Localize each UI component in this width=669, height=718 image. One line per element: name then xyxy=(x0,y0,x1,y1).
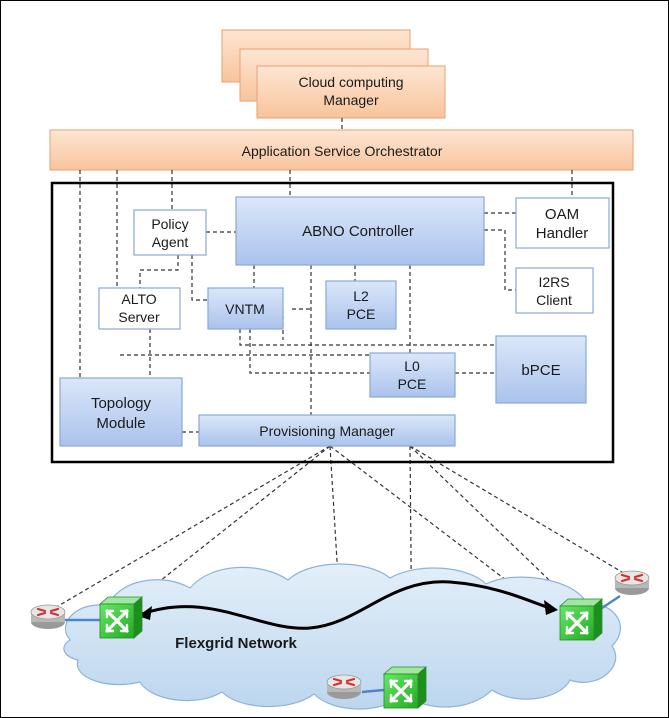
provisioning-manager-label: Provisioning Manager xyxy=(259,423,395,439)
cloud-computing-manager: Cloud computing Manager xyxy=(221,29,446,119)
oam-handler-box xyxy=(515,197,610,249)
l0-pce: L0 PCE xyxy=(369,352,456,398)
optical-switch-icon xyxy=(558,597,604,642)
optical-switch-icon xyxy=(382,665,428,710)
l2-pce-label-line2: PCE xyxy=(347,306,376,322)
alto-server: ALTO Server xyxy=(98,287,181,330)
abno-controller-box xyxy=(235,196,485,266)
policy-agent: Policy Agent xyxy=(133,209,207,256)
abno-boundary xyxy=(50,181,615,464)
l0-pce-label-line2: PCE xyxy=(398,376,427,392)
flexgrid-network-label: Flexgrid Network xyxy=(175,635,297,652)
orchestrator-label: Application Service Orchestrator xyxy=(242,143,443,159)
application-service-orchestrator: Application Service Orchestrator xyxy=(49,129,634,171)
lightpath-arrowhead-right xyxy=(544,600,558,615)
flexgrid-network: Flexgrid Network xyxy=(29,563,651,710)
oam-handler: OAM Handler xyxy=(515,197,610,249)
i2rs-client-label-line2: Client xyxy=(536,292,572,308)
i2rs-client-box xyxy=(515,267,594,314)
i2rs-client-label-line1: I2RS xyxy=(538,274,569,290)
network-cloud xyxy=(63,563,621,710)
topology-module-label-line1: Topology xyxy=(91,395,152,412)
lightpath-curve xyxy=(141,580,551,630)
cloud-manager-label-line1: Cloud computing xyxy=(298,74,403,90)
topology-module-label-line2: Module xyxy=(96,415,145,432)
provisioning-manager: Provisioning Manager xyxy=(198,414,456,447)
topology-module-box xyxy=(59,377,183,447)
manager-stack-front xyxy=(256,65,446,119)
abno-controller-label: ABNO Controller xyxy=(302,223,414,240)
l2-pce-box xyxy=(325,280,397,330)
topology-module: Topology Module xyxy=(59,377,183,447)
bpce-label: bPCE xyxy=(521,362,560,379)
vntm-label: VNTM xyxy=(225,301,265,317)
l2-pce-label-line1: L2 xyxy=(353,288,369,304)
router-link-bottom xyxy=(361,688,385,694)
provisioning-manager-box xyxy=(198,414,456,447)
bpce: bPCE xyxy=(495,335,587,404)
i2rs-client: I2RS Client xyxy=(515,267,594,314)
policy-agent-label-line1: Policy xyxy=(151,216,188,232)
policy-agent-box xyxy=(133,209,207,256)
l2-pce: L2 PCE xyxy=(325,280,397,330)
vntm-box xyxy=(207,287,284,330)
oam-handler-label-line2: Handler xyxy=(536,225,589,242)
oam-handler-label-line1: OAM xyxy=(545,206,579,223)
policy-agent-label-line2: Agent xyxy=(152,234,189,250)
router-icon xyxy=(29,603,67,631)
alto-server-label-line1: ALTO xyxy=(121,291,156,307)
orchestrator-bar xyxy=(49,129,634,171)
router-icon xyxy=(613,569,651,597)
optical-switch-icon xyxy=(98,595,144,640)
alto-server-label-line2: Server xyxy=(118,309,160,325)
vntm: VNTM xyxy=(207,287,284,330)
alto-server-box xyxy=(98,287,181,330)
router-icon xyxy=(325,673,363,701)
abno-controller: ABNO Controller xyxy=(235,196,485,266)
l0-pce-box xyxy=(369,352,456,398)
cloud-manager-label-line2: Manager xyxy=(323,92,379,108)
bpce-box xyxy=(495,335,587,404)
l0-pce-label-line1: L0 xyxy=(404,358,420,374)
